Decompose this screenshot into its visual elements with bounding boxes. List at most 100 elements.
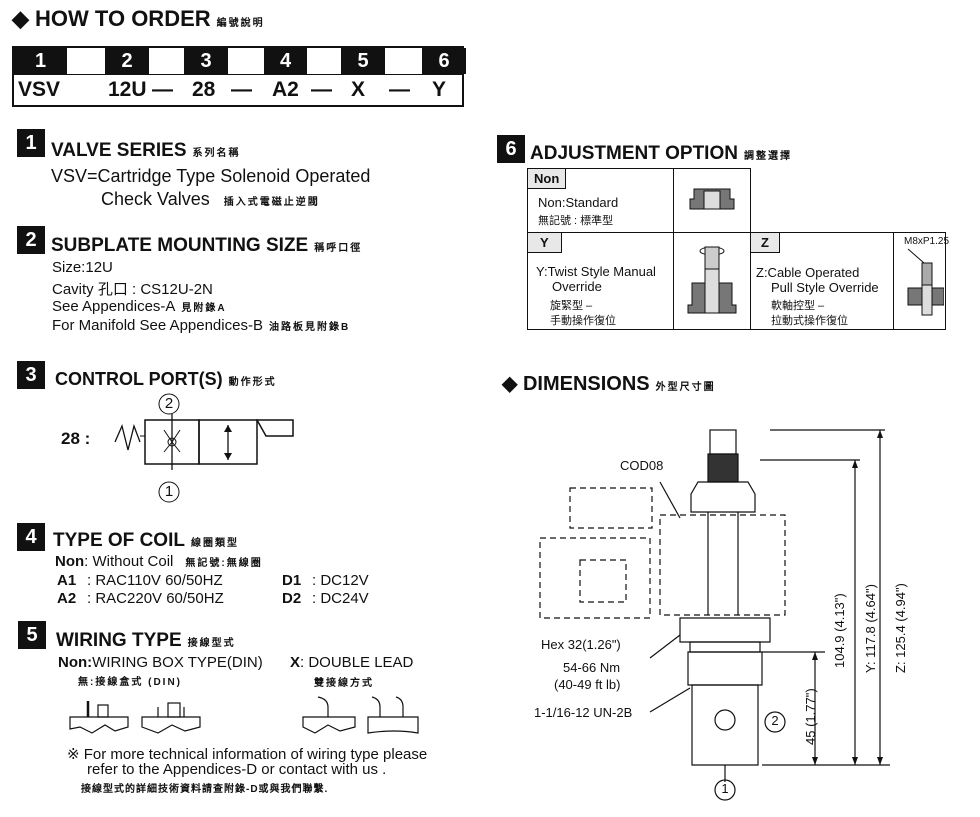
value-series: VSV bbox=[18, 78, 61, 101]
coil-text: : RAC220V 60/50HZ bbox=[87, 590, 224, 607]
heading-text: DIMENSIONS bbox=[522, 373, 650, 395]
wiring-x: X: DOUBLE LEAD bbox=[290, 654, 413, 671]
wiring-x-cn: 雙接線方式 bbox=[314, 678, 374, 689]
dim-z: Z: 125.4 (4.94") bbox=[893, 583, 908, 673]
twist-override-icon bbox=[687, 246, 737, 314]
section-badge: 5 bbox=[18, 621, 46, 649]
title-cn: 線圈類型 bbox=[190, 538, 239, 549]
title-text: SUBPLATE MOUNTING SIZE bbox=[51, 235, 309, 256]
wiring-note-cn: 接線型式的詳細技術資料請查附錄-D或與我們聯繫. bbox=[81, 784, 329, 795]
title-cn: 接線型式 bbox=[187, 638, 236, 649]
option-text-2: Override bbox=[552, 279, 602, 294]
separator: — bbox=[231, 78, 252, 101]
title-cn: 稱呼口徑 bbox=[314, 243, 363, 254]
wiring-non: Non:WIRING BOX TYPE(DIN) bbox=[58, 654, 263, 671]
twist-override-image bbox=[673, 232, 751, 330]
thread-spec-label: 1-1/16-12 UN-2B bbox=[534, 705, 633, 720]
port-code: 28 : bbox=[61, 429, 91, 448]
diamond-icon: ◆ bbox=[502, 373, 518, 395]
option-text: Non:Standard bbox=[538, 195, 619, 210]
option-tag: Y bbox=[528, 233, 562, 253]
wiring-non-cn: 無:接線盒式 (DIN) bbox=[78, 677, 182, 688]
option-cn-2: 拉動式操作復位 bbox=[771, 315, 848, 327]
title-text: WIRING TYPE bbox=[56, 630, 182, 651]
option-text: Z:Cable Operated bbox=[756, 265, 860, 280]
coil-code-label: COD08 bbox=[620, 458, 664, 473]
wiring-text: : DOUBLE LEAD bbox=[300, 654, 414, 671]
heading-cn: 編號說明 bbox=[216, 18, 265, 29]
wiring-note-1: ※ For more technical information of wiri… bbox=[67, 746, 428, 763]
order-code-table: 1 2 3 4 5 6 VSV 12U — 28 — A2 — X — Y bbox=[12, 46, 466, 107]
position-1: 1 bbox=[14, 48, 67, 74]
series-desc-2: Check Valves 插入式電磁止逆閥 bbox=[101, 189, 320, 210]
position-4: 4 bbox=[264, 48, 307, 74]
torque-label-2: (40-49 ft lb) bbox=[554, 677, 621, 692]
title-text: TYPE OF COIL bbox=[53, 530, 185, 551]
coil-text: : Without Coil bbox=[84, 553, 174, 570]
coil-d1: D1: DC12V bbox=[282, 572, 369, 589]
position-2: 2 bbox=[105, 48, 149, 74]
cable-override-icon bbox=[907, 248, 945, 316]
series-desc-cn: 插入式電磁止逆閥 bbox=[223, 197, 320, 208]
section-badge: 3 bbox=[17, 361, 45, 389]
position-6: 6 bbox=[422, 48, 466, 74]
dim-y: Y: 117.8 (4.64") bbox=[863, 584, 878, 673]
section-badge: 1 bbox=[17, 129, 45, 157]
appendix-a-text: See Appendices-A bbox=[52, 298, 176, 315]
section-badge: 4 bbox=[17, 523, 45, 551]
heading-cn: 外型尺寸圖 bbox=[655, 382, 716, 393]
wiring-code: Non: bbox=[58, 654, 93, 671]
coil-cn: 無記號:無線圈 bbox=[185, 558, 263, 569]
value-coil: A2 bbox=[272, 78, 299, 101]
coil-a2: A2: RAC220V 60/50HZ bbox=[57, 590, 224, 607]
title-text: ADJUSTMENT OPTION bbox=[530, 143, 738, 164]
section-title: CONTROL PORT(S)動作形式 bbox=[55, 369, 277, 390]
size-text: Size:12U bbox=[52, 259, 113, 276]
series-desc-text: Check Valves bbox=[101, 189, 210, 209]
position-3: 3 bbox=[184, 48, 228, 74]
title-cn: 動作形式 bbox=[228, 377, 277, 388]
separator: — bbox=[311, 78, 332, 101]
section-title: WIRING TYPE 接線型式 bbox=[56, 630, 236, 652]
section-title: SUBPLATE MOUNTING SIZE 稱呼口徑 bbox=[51, 235, 362, 257]
coil-code: D2 bbox=[282, 590, 302, 607]
valve-dimension-drawing bbox=[539, 429, 890, 801]
title-cn: 系列名稱 bbox=[192, 148, 241, 159]
port-1-label: 1 bbox=[721, 781, 729, 796]
coil-text: : RAC110V 60/50HZ bbox=[87, 572, 223, 589]
value-port: 28 bbox=[192, 78, 216, 101]
option-text: Y:Twist Style Manual bbox=[536, 264, 656, 279]
port-2-label: 2 bbox=[771, 713, 779, 728]
port-1-label: 1 bbox=[164, 483, 174, 500]
diamond-icon: ◆ bbox=[12, 6, 29, 31]
option-non-cell: Non Non:Standard 無記號 : 標準型 bbox=[527, 168, 674, 233]
option-cn: 無記號 : 標準型 bbox=[538, 215, 614, 227]
position-5: 5 bbox=[341, 48, 385, 74]
option-text-2: Pull Style Override bbox=[771, 280, 879, 295]
cable-override-image: M8xP1.25 bbox=[893, 232, 950, 330]
coil-d2: D2 : DC24V bbox=[282, 590, 369, 607]
torque-label: 54-66 Nm bbox=[563, 660, 621, 675]
value-adjust: Y bbox=[432, 78, 447, 101]
option-cn: 旋緊型 – bbox=[550, 300, 593, 312]
coil-a1: A1 : RAC110V 60/50HZ bbox=[57, 572, 223, 589]
port-2-label: 2 bbox=[164, 395, 174, 412]
dimensions-heading: ◆ DIMENSIONS 外型尺寸圖 bbox=[502, 371, 716, 396]
option-y-cell: Y Y:Twist Style Manual Override 旋緊型 – 手動… bbox=[527, 232, 674, 330]
cavity-text: Cavity 孔口 : CS12U-2N bbox=[52, 281, 213, 298]
coil-text: : DC24V bbox=[312, 590, 369, 607]
thread-label: M8xP1.25 bbox=[904, 236, 950, 247]
title-text: VALVE SERIES bbox=[51, 140, 187, 161]
coil-code: A1 bbox=[57, 572, 77, 589]
divider bbox=[14, 74, 462, 75]
section-title: TYPE OF COIL 線圈類型 bbox=[53, 530, 239, 552]
separator: — bbox=[389, 78, 410, 101]
coil-text: : DC12V bbox=[312, 572, 369, 589]
wiring-note-2: refer to the Appendices-D or contact wit… bbox=[87, 761, 387, 778]
standard-cap-image bbox=[673, 168, 751, 233]
